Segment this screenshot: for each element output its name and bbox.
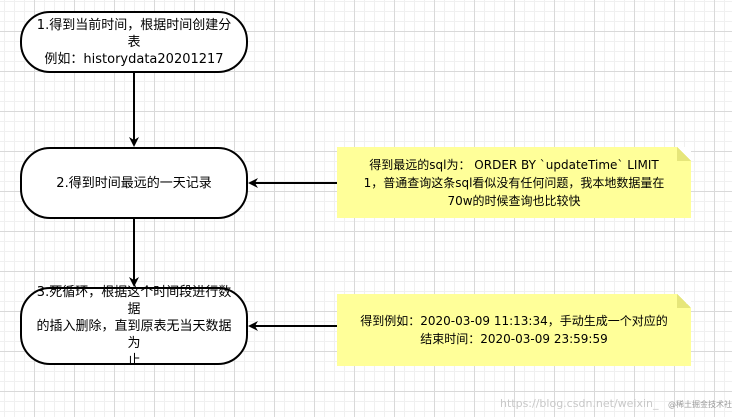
note-sql-query[interactable]: 得到最远的sql为： ORDER BY `updateTime` LIMIT 1…	[337, 147, 691, 218]
note-sql-query-line-2: 1，普通查询这条sql看似没有任何问题，我本地数据量在	[363, 175, 665, 190]
process-step-3-line-3: 止	[127, 352, 141, 368]
process-step-3-line-2: 的插入删除，直到原表无当天数据为	[36, 318, 232, 351]
process-step-1-text: 1.得到当前时间，根据时间创建分表 例如：historydata20201217	[32, 17, 236, 68]
watermark-badge: @稀土掘金技术社区	[668, 400, 732, 409]
note-sql-query-text: 得到最远的sql为： ORDER BY `updateTime` LIMIT 1…	[364, 156, 665, 210]
note-fold-corner-icon	[677, 147, 691, 161]
note-time-example-line-1: 得到例如：2020-03-09 11:13:34，手动生成一个对应的	[360, 314, 668, 328]
note-sql-query-line-3: 70w的时候查询也比较快	[447, 193, 581, 208]
note-sql-query-line-1: 得到最远的sql为： ORDER BY `updateTime` LIMIT	[369, 157, 659, 172]
process-step-3[interactable]: 3.死循环，根据这个时间段进行数据 的插入删除，直到原表无当天数据为 止	[20, 285, 248, 368]
process-step-1-line-1: 1.得到当前时间，根据时间创建分表	[36, 17, 232, 50]
process-step-3-line-1: 3.死循环，根据这个时间段进行数据	[36, 284, 232, 317]
process-step-3-text: 3.死循环，根据这个时间段进行数据 的插入删除，直到原表无当天数据为 止	[32, 284, 236, 369]
process-step-1-line-2: 例如：historydata20201217	[44, 51, 224, 67]
note-fold-corner-icon	[677, 294, 691, 308]
note-time-example[interactable]: 得到例如：2020-03-09 11:13:34，手动生成一个对应的 结束时间：…	[337, 294, 691, 366]
process-step-2-line-1: 2.得到时间最远的一天记录	[56, 175, 212, 191]
process-step-2[interactable]: 2.得到时间最远的一天记录	[20, 147, 248, 219]
note-time-example-text: 得到例如：2020-03-09 11:13:34，手动生成一个对应的 结束时间：…	[360, 312, 667, 348]
watermark-url: https://blog.csdn.net/weixin_	[500, 397, 659, 410]
process-step-2-text: 2.得到时间最远的一天记录	[56, 175, 211, 192]
note-time-example-line-2: 结束时间：2020-03-09 23:59:59	[420, 332, 608, 346]
process-step-1[interactable]: 1.得到当前时间，根据时间创建分表 例如：historydata20201217	[20, 11, 248, 73]
